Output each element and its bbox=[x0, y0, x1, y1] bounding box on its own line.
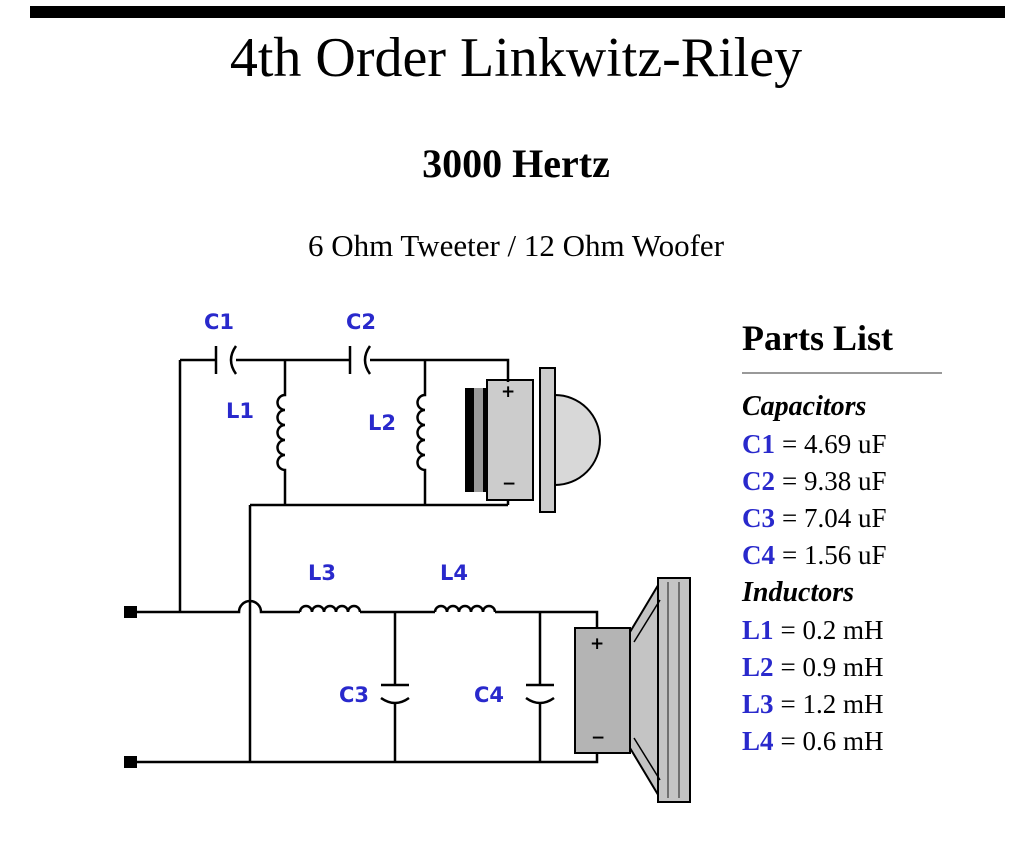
inductors-section-heading: Inductors bbox=[742, 577, 855, 608]
label-l4: L4 bbox=[440, 561, 468, 585]
label-c4: C4 bbox=[474, 683, 505, 707]
tweeter-minus-terminal: − bbox=[502, 474, 517, 494]
parts-row: C4= 1.56 uF bbox=[742, 537, 957, 574]
part-name: L1 bbox=[742, 615, 774, 645]
inductor-l2-symbol bbox=[416, 360, 427, 505]
schematic-drawing bbox=[124, 345, 691, 803]
woofer-plus-terminal: + bbox=[590, 634, 605, 654]
parts-row: C1= 4.69 uF bbox=[742, 426, 957, 463]
part-value: = 0.2 mH bbox=[780, 615, 884, 645]
part-name: L3 bbox=[742, 689, 774, 719]
inductor-l4-symbol bbox=[433, 604, 497, 613]
label-c1: C1 bbox=[204, 310, 235, 334]
part-value: = 1.2 mH bbox=[780, 689, 884, 719]
parts-row: L3= 1.2 mH bbox=[742, 686, 957, 723]
input-terminals bbox=[124, 606, 137, 768]
capacitors-section-heading: Capacitors bbox=[742, 391, 867, 422]
part-value: = 1.56 uF bbox=[782, 540, 887, 570]
crossover-schematic: C1 C2 L1 L2 L3 L4 C3 C4 + − + − bbox=[100, 300, 720, 810]
part-value: = 4.69 uF bbox=[782, 429, 887, 459]
part-name: C4 bbox=[742, 540, 775, 570]
capacitor-c1-symbol bbox=[214, 345, 238, 375]
label-l3: L3 bbox=[308, 561, 336, 585]
woofer-graphic bbox=[574, 577, 691, 803]
label-l1: L1 bbox=[226, 399, 254, 423]
part-name: C1 bbox=[742, 429, 775, 459]
parts-row: L4= 0.6 mH bbox=[742, 723, 957, 760]
part-name: C2 bbox=[742, 466, 775, 496]
driver-impedance-line: 6 Ohm Tweeter / 12 Ohm Woofer bbox=[307, 228, 725, 263]
label-l2: L2 bbox=[368, 411, 396, 435]
label-c2: C2 bbox=[346, 310, 377, 334]
parts-list-heading: Parts List bbox=[742, 318, 893, 358]
parts-row: L1= 0.2 mH bbox=[742, 612, 957, 649]
parts-row: C3= 7.04 uF bbox=[742, 500, 957, 537]
capacitor-c3-symbol bbox=[380, 612, 410, 762]
parts-row: C2= 9.38 uF bbox=[742, 463, 957, 500]
parts-row: L2= 0.9 mH bbox=[742, 649, 957, 686]
part-value: = 9.38 uF bbox=[782, 466, 887, 496]
part-value: = 7.04 uF bbox=[782, 503, 887, 533]
part-name: L2 bbox=[742, 652, 774, 682]
inductor-l3-symbol bbox=[298, 604, 362, 613]
page-title: 4th Order Linkwitz-Riley bbox=[229, 27, 803, 89]
part-value: = 0.6 mH bbox=[780, 726, 884, 756]
part-value: = 0.9 mH bbox=[780, 652, 884, 682]
part-name: L4 bbox=[742, 726, 774, 756]
tweeter-graphic bbox=[465, 367, 601, 513]
crossover-frequency: 3000 Hertz bbox=[422, 141, 610, 186]
parts-list: Parts List Capacitors C1= 4.69 uF C2= 9.… bbox=[742, 316, 957, 760]
inductor-l1-symbol bbox=[276, 360, 287, 505]
wires bbox=[137, 345, 599, 764]
woofer-minus-terminal: − bbox=[591, 728, 606, 748]
tweeter-plus-terminal: + bbox=[501, 382, 516, 402]
parts-list-divider bbox=[742, 372, 942, 374]
capacitor-c2-symbol bbox=[348, 345, 372, 375]
capacitor-c4-symbol bbox=[525, 612, 555, 762]
top-divider bbox=[30, 6, 1005, 18]
part-name: C3 bbox=[742, 503, 775, 533]
label-c3: C3 bbox=[339, 683, 370, 707]
